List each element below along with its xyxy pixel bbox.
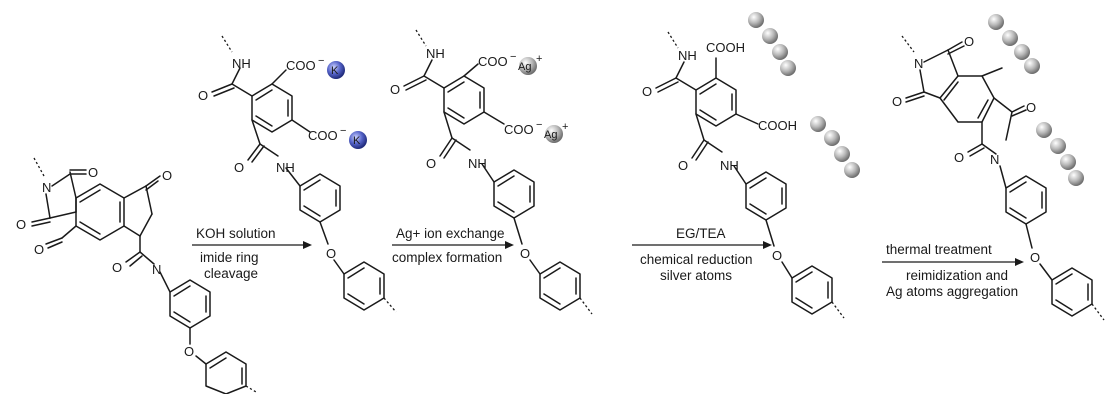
o-ether-3: O [520, 246, 530, 261]
step-1-condition-line-1: imide ring [200, 250, 259, 265]
silver-atom [824, 130, 840, 146]
o-atom-4b: O [678, 158, 688, 173]
o-atom-s1d: O [34, 242, 44, 257]
o-atom-5d: O [954, 150, 964, 165]
step-2-condition: complex formation [392, 250, 502, 265]
silver-atom [988, 14, 1004, 30]
structure-reimidized-polyimide [901, 35, 1105, 321]
coo-group-3a: COO [478, 54, 508, 69]
nh-atom-2a: NH [232, 56, 251, 71]
n-atom-5b: N [990, 152, 999, 167]
silver-ion-3a [519, 57, 537, 75]
nh-atom-3b: NH [468, 156, 487, 171]
step-1-condition-line-2: cleavage [204, 266, 258, 281]
o-ether-2: O [326, 246, 336, 261]
o-atom-5a: O [964, 34, 974, 49]
o-atom-4a: O [642, 84, 652, 99]
reaction-arrow-step-2 [392, 241, 514, 249]
silver-atoms-cluster-5b [1036, 122, 1084, 186]
nh-atom-4a: NH [678, 48, 697, 63]
step-3-condition-line-2: silver atoms [660, 268, 732, 283]
silver-atom [1036, 122, 1052, 138]
k-label-2b: K [353, 135, 361, 147]
step-2-reagent: Ag+ ion exchange [396, 226, 504, 241]
coo-group-2a: COO [286, 58, 316, 73]
silver-atom [772, 44, 788, 60]
ag-label-3a: Ag [518, 61, 531, 73]
reaction-arrow-step-1 [192, 241, 312, 249]
structure-1-clean [0, 120, 230, 394]
silver-atom [762, 28, 778, 44]
o-ether-4: O [772, 248, 782, 263]
silver-atom [1068, 170, 1084, 186]
minus-2a: − [318, 55, 324, 67]
o-atom-s1e: O [112, 260, 122, 275]
cooh-group-4a: COOH [706, 40, 745, 55]
silver-atoms-cluster-5a [988, 14, 1040, 74]
silver-atoms-cluster-4b [810, 116, 860, 178]
o-atom-2b: O [234, 160, 244, 175]
potassium-ion-2b [349, 131, 367, 149]
potassium-ion-2a [327, 61, 345, 79]
silver-atom [748, 12, 764, 28]
k-label-2a: K [331, 65, 339, 77]
silver-atom [1060, 154, 1076, 170]
step-4-condition-line-2: Ag atoms aggregation [886, 284, 1018, 299]
nh-atom-4b: NH [720, 158, 739, 173]
o-atom-s1b: O [16, 217, 26, 232]
minus-2b: − [340, 125, 346, 137]
structure-1-lower: O [184, 344, 257, 394]
step-4-reagent: thermal treatment [886, 242, 992, 257]
o-atom-s1c: O [162, 168, 172, 183]
structure-potassium-salt [211, 35, 397, 313]
silver-atom [844, 162, 860, 178]
silver-atom [810, 116, 826, 132]
step-1-reagent: KOH solution [196, 226, 276, 241]
step-3-reagent: EG/TEA [676, 226, 726, 241]
silver-atom [780, 60, 796, 76]
reaction-arrow-step-3 [632, 241, 772, 249]
nh-atom-2b: NH [276, 160, 295, 175]
reaction-arrow-step-4 [882, 258, 1024, 266]
n-atom-s1a: N [42, 180, 51, 195]
coo-group-3b: COO [504, 122, 534, 137]
nh-atom-3a: NH [426, 46, 445, 61]
ag-label-3b: Ag [544, 129, 557, 141]
silver-atom [1014, 44, 1030, 60]
silver-atom [1024, 58, 1040, 74]
silver-atoms-cluster-4a [748, 12, 796, 76]
o-ether-5: O [1030, 250, 1040, 265]
plus-3b: + [562, 121, 568, 133]
silver-atom [834, 146, 850, 162]
coo-group-2b: COO [308, 128, 338, 143]
minus-3b: − [536, 119, 542, 131]
structure-silver-complex [403, 29, 593, 315]
silver-atom [1050, 138, 1066, 154]
cooh-group-4b: COOH [758, 118, 797, 133]
o-atom-3b: O [426, 156, 436, 171]
step-3-condition-line-1: chemical reduction [640, 252, 753, 267]
plus-3a: + [536, 53, 542, 65]
silver-ion-3b [545, 125, 563, 143]
o-atom-5c: O [1026, 100, 1036, 115]
o-atom-2a: O [198, 88, 208, 103]
o-ether-1: O [184, 344, 194, 359]
step-4-condition-line-1: reimidization and [906, 268, 1008, 283]
o-atom-s1a: O [88, 165, 98, 180]
silver-atom [1002, 30, 1018, 46]
o-atom-3a: O [390, 82, 400, 97]
structure-polyamic-acid [655, 31, 845, 319]
minus-3a: − [510, 51, 516, 63]
n-atom-5a: N [914, 56, 923, 71]
o-atom-5b: O [892, 94, 902, 109]
n-atom-s1b: N [152, 262, 161, 277]
